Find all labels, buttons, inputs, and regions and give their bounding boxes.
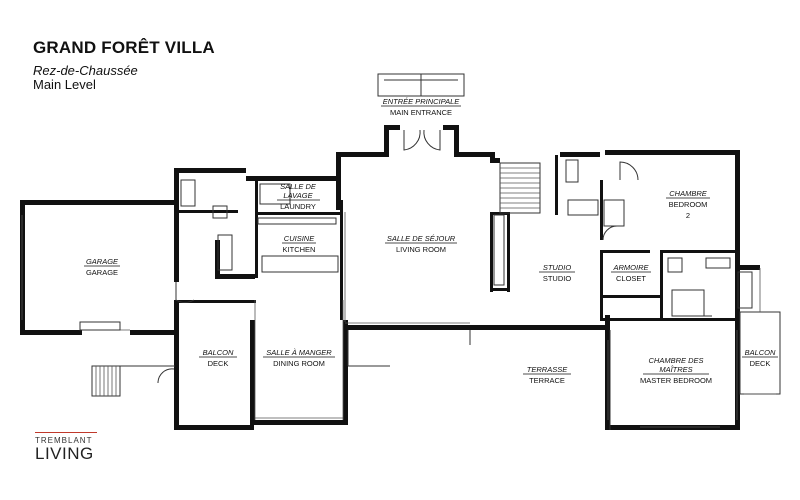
room-name-french: TERRASSE (527, 365, 568, 374)
header: GRAND FORÊT VILLA Rez-de-Chaussée Main L… (33, 38, 215, 92)
room-labels: ENTRÉE PRINCIPALE MAIN ENTRANCE SALLE DE… (84, 97, 778, 385)
room-name-french: SALLE À MANGER (266, 348, 332, 357)
room-name-french: ENTRÉE PRINCIPALE (383, 97, 461, 106)
room-name-french: SALLE DE SÉJOUR (387, 234, 456, 243)
room-name-french: STUDIO (543, 263, 572, 272)
interior-walls (178, 155, 735, 321)
room-name-english: MAIN ENTRANCE (390, 108, 452, 117)
room-number: 2 (686, 211, 690, 220)
room-name-french-first-line: SALLE DE (280, 182, 317, 191)
room-name-french: ARMOIRE (612, 263, 649, 272)
room-name-english: TERRACE (529, 376, 565, 385)
logo-wordmark-bottom: LIVING (35, 444, 94, 463)
room-name-english: LAUNDRY (280, 202, 316, 211)
room-name-french-line1: CHAMBRE DES (648, 356, 703, 365)
room-label-dining-room: SALLE À MANGER DINING ROOM (263, 348, 335, 368)
room-name-english: GARAGE (86, 268, 118, 277)
logo-wordmark-top: TREMBLANT (35, 432, 97, 445)
room-name-french: GARAGE (86, 257, 119, 266)
room-label-studio: STUDIO STUDIO (539, 263, 575, 283)
room-label-master-bedroom: CHAMBRE DES MAÎTRES MASTER BEDROOM (640, 356, 712, 385)
room-name-french-line2: MAÎTRES (659, 365, 692, 374)
room-name-english: DINING ROOM (273, 359, 325, 368)
room-name-english: KITCHEN (283, 245, 316, 254)
room-name-english: BEDROOM (669, 200, 708, 209)
room-name-english: DECK (750, 359, 771, 368)
room-label-kitchen: CUISINE KITCHEN (282, 234, 316, 254)
room-name-english: STUDIO (543, 274, 572, 283)
room-label-closet: ARMOIRE CLOSET (611, 263, 651, 283)
room-name-french-second-line: MAÎTRES (659, 365, 692, 374)
room-name-french: CHAMBRE (669, 189, 708, 198)
level-name-french: Rez-de-Chaussée (33, 63, 138, 78)
plan-title: GRAND FORÊT VILLA (33, 38, 215, 57)
room-name-french: CUISINE (284, 234, 315, 243)
room-label-bedroom-2: CHAMBRE BEDROOM 2 (666, 189, 710, 220)
room-name-english: DECK (208, 359, 229, 368)
room-label-main-entrance: ENTRÉE PRINCIPALE MAIN ENTRANCE (381, 97, 461, 117)
room-name-english: MASTER BEDROOM (640, 376, 712, 385)
tremblant-living-logo: TREMBLANT LIVING (35, 432, 97, 463)
room-label-living-room: SALLE DE SÉJOUR LIVING ROOM (385, 234, 457, 254)
room-label-deck-right: BALCON DECK (742, 348, 778, 368)
room-name-french: BALCON (203, 348, 234, 357)
room-label-garage: GARAGE GARAGE (84, 257, 120, 277)
room-label-terrace: TERRASSE TERRACE (523, 365, 571, 385)
room-label-deck-left: BALCON DECK (199, 348, 237, 368)
level-name-english: Main Level (33, 77, 96, 92)
room-name-french-second-line: LAVAGE (283, 191, 313, 200)
windows-and-fixtures (21, 73, 781, 430)
room-name-french-line1: SALLE DE (280, 182, 317, 191)
room-name-french-first-line: CHAMBRE DES (648, 356, 703, 365)
exterior-walls (20, 125, 760, 430)
room-label-laundry: SALLE DE LAVAGE LAUNDRY (277, 182, 320, 211)
room-name-french-line2: LAVAGE (283, 191, 313, 200)
room-name-french: BALCON (745, 348, 776, 357)
room-name-english: CLOSET (616, 274, 646, 283)
room-name-english: LIVING ROOM (396, 245, 446, 254)
